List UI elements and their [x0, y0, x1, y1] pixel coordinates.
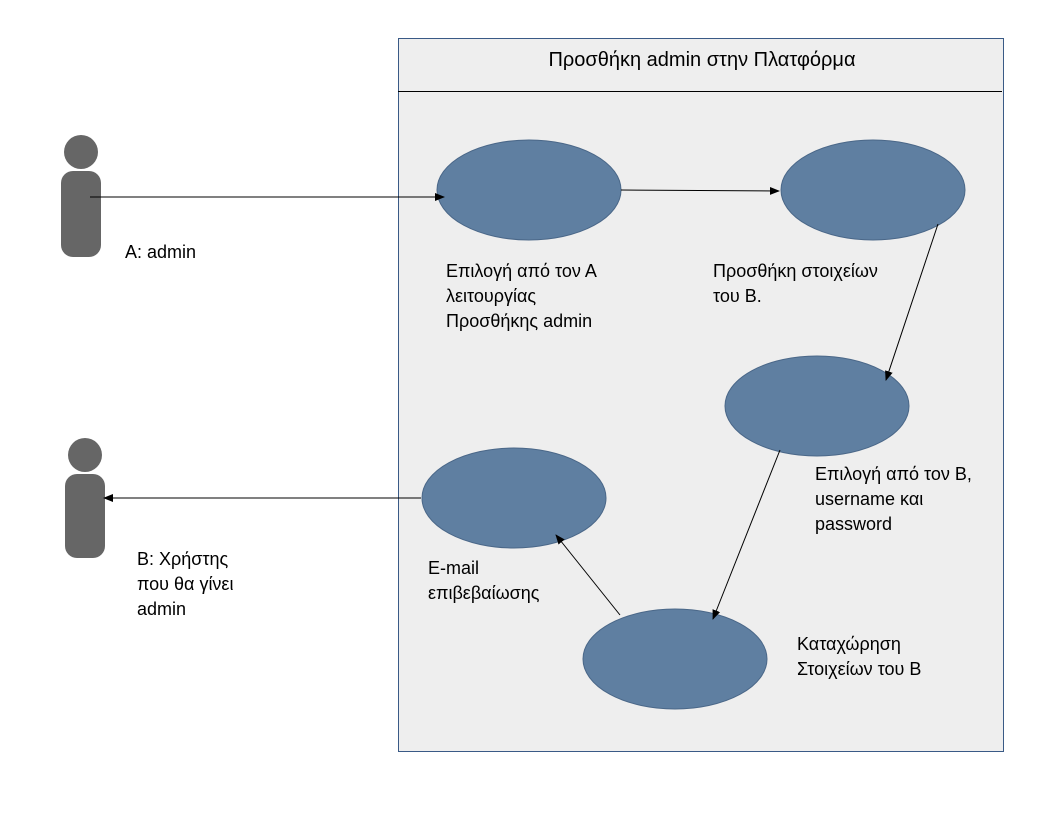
use-case-select-add-admin: [436, 139, 622, 241]
arrow-select-to-add-details: [620, 186, 780, 195]
arrow-credentials-to-register: [712, 449, 781, 620]
arrow-add-details-to-credentials: [885, 223, 939, 381]
use-case-choose-credentials-label: Επιλογή από τον Β, username και password: [815, 464, 972, 534]
actor-b-label: B: Χρήστης που θα γίνει admin: [137, 549, 234, 619]
actor-b-icon: [65, 438, 105, 558]
system-title: Προσθήκη admin στην Πλατφόρμα: [548, 49, 856, 71]
actor-a-label: A: admin: [125, 242, 197, 262]
use-case-confirmation-email: [421, 447, 607, 549]
use-case-add-b-details-label: Προσθήκη στοιχείων του Β.: [713, 261, 878, 306]
use-case-select-add-admin-label: Επιλογή από τον Α λειτουργίας Προσθήκης …: [446, 261, 597, 331]
use-case-choose-credentials: [724, 355, 910, 457]
use-case-confirmation-email-label: E-mail επιβεβαίωσης: [428, 558, 540, 603]
arrow-register-to-email: [555, 534, 621, 616]
use-case-register-b-details-label: Καταχώρηση Στοιχείων του Β: [797, 634, 922, 679]
actor-a-icon: [61, 135, 101, 257]
use-case-add-b-details: [780, 139, 966, 241]
use-case-register-b-details: [582, 608, 768, 710]
